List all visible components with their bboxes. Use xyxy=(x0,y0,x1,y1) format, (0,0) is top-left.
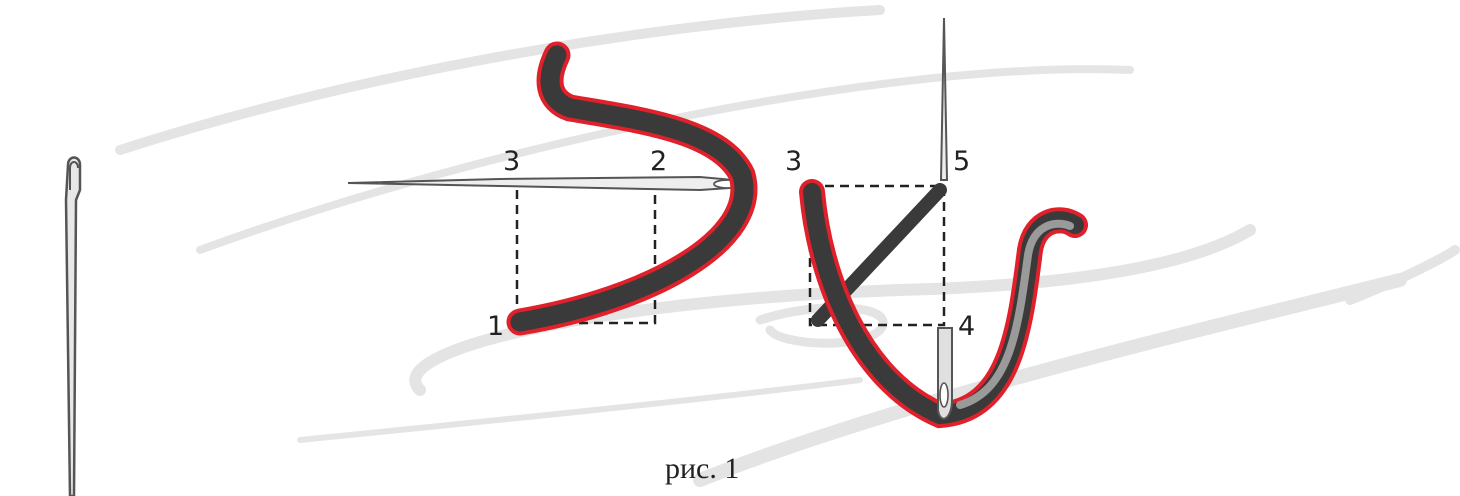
scribble-stroke xyxy=(755,303,888,348)
right-stitch-diagram xyxy=(799,17,1088,429)
figure-caption: рис. 1 xyxy=(665,452,739,485)
left-yarn-icon xyxy=(510,45,754,332)
needle-hook-icon xyxy=(69,161,79,190)
scribble-stroke xyxy=(693,273,1407,487)
point-label-left-1: 1 xyxy=(487,311,504,342)
scribble-stroke xyxy=(196,65,1134,254)
right-yarn-highlight xyxy=(956,219,1074,409)
scribble-stroke xyxy=(1345,245,1460,305)
right-needle-icon xyxy=(939,17,949,181)
point-label-right-3: 3 xyxy=(785,146,802,177)
right-guide-square xyxy=(808,184,946,327)
scribble-stroke xyxy=(297,377,863,443)
point-label-left-2: 2 xyxy=(650,146,667,177)
point-label-right-4: 4 xyxy=(958,311,975,342)
scribble-stroke xyxy=(115,5,885,155)
right-lower-needle-eye-icon xyxy=(939,382,949,408)
needle-icon xyxy=(64,156,82,496)
needle-illustration xyxy=(64,156,82,496)
point-label-left-3: 3 xyxy=(503,146,520,177)
left-stitch-diagram xyxy=(347,41,758,336)
point-label-right-5: 5 xyxy=(953,146,970,177)
